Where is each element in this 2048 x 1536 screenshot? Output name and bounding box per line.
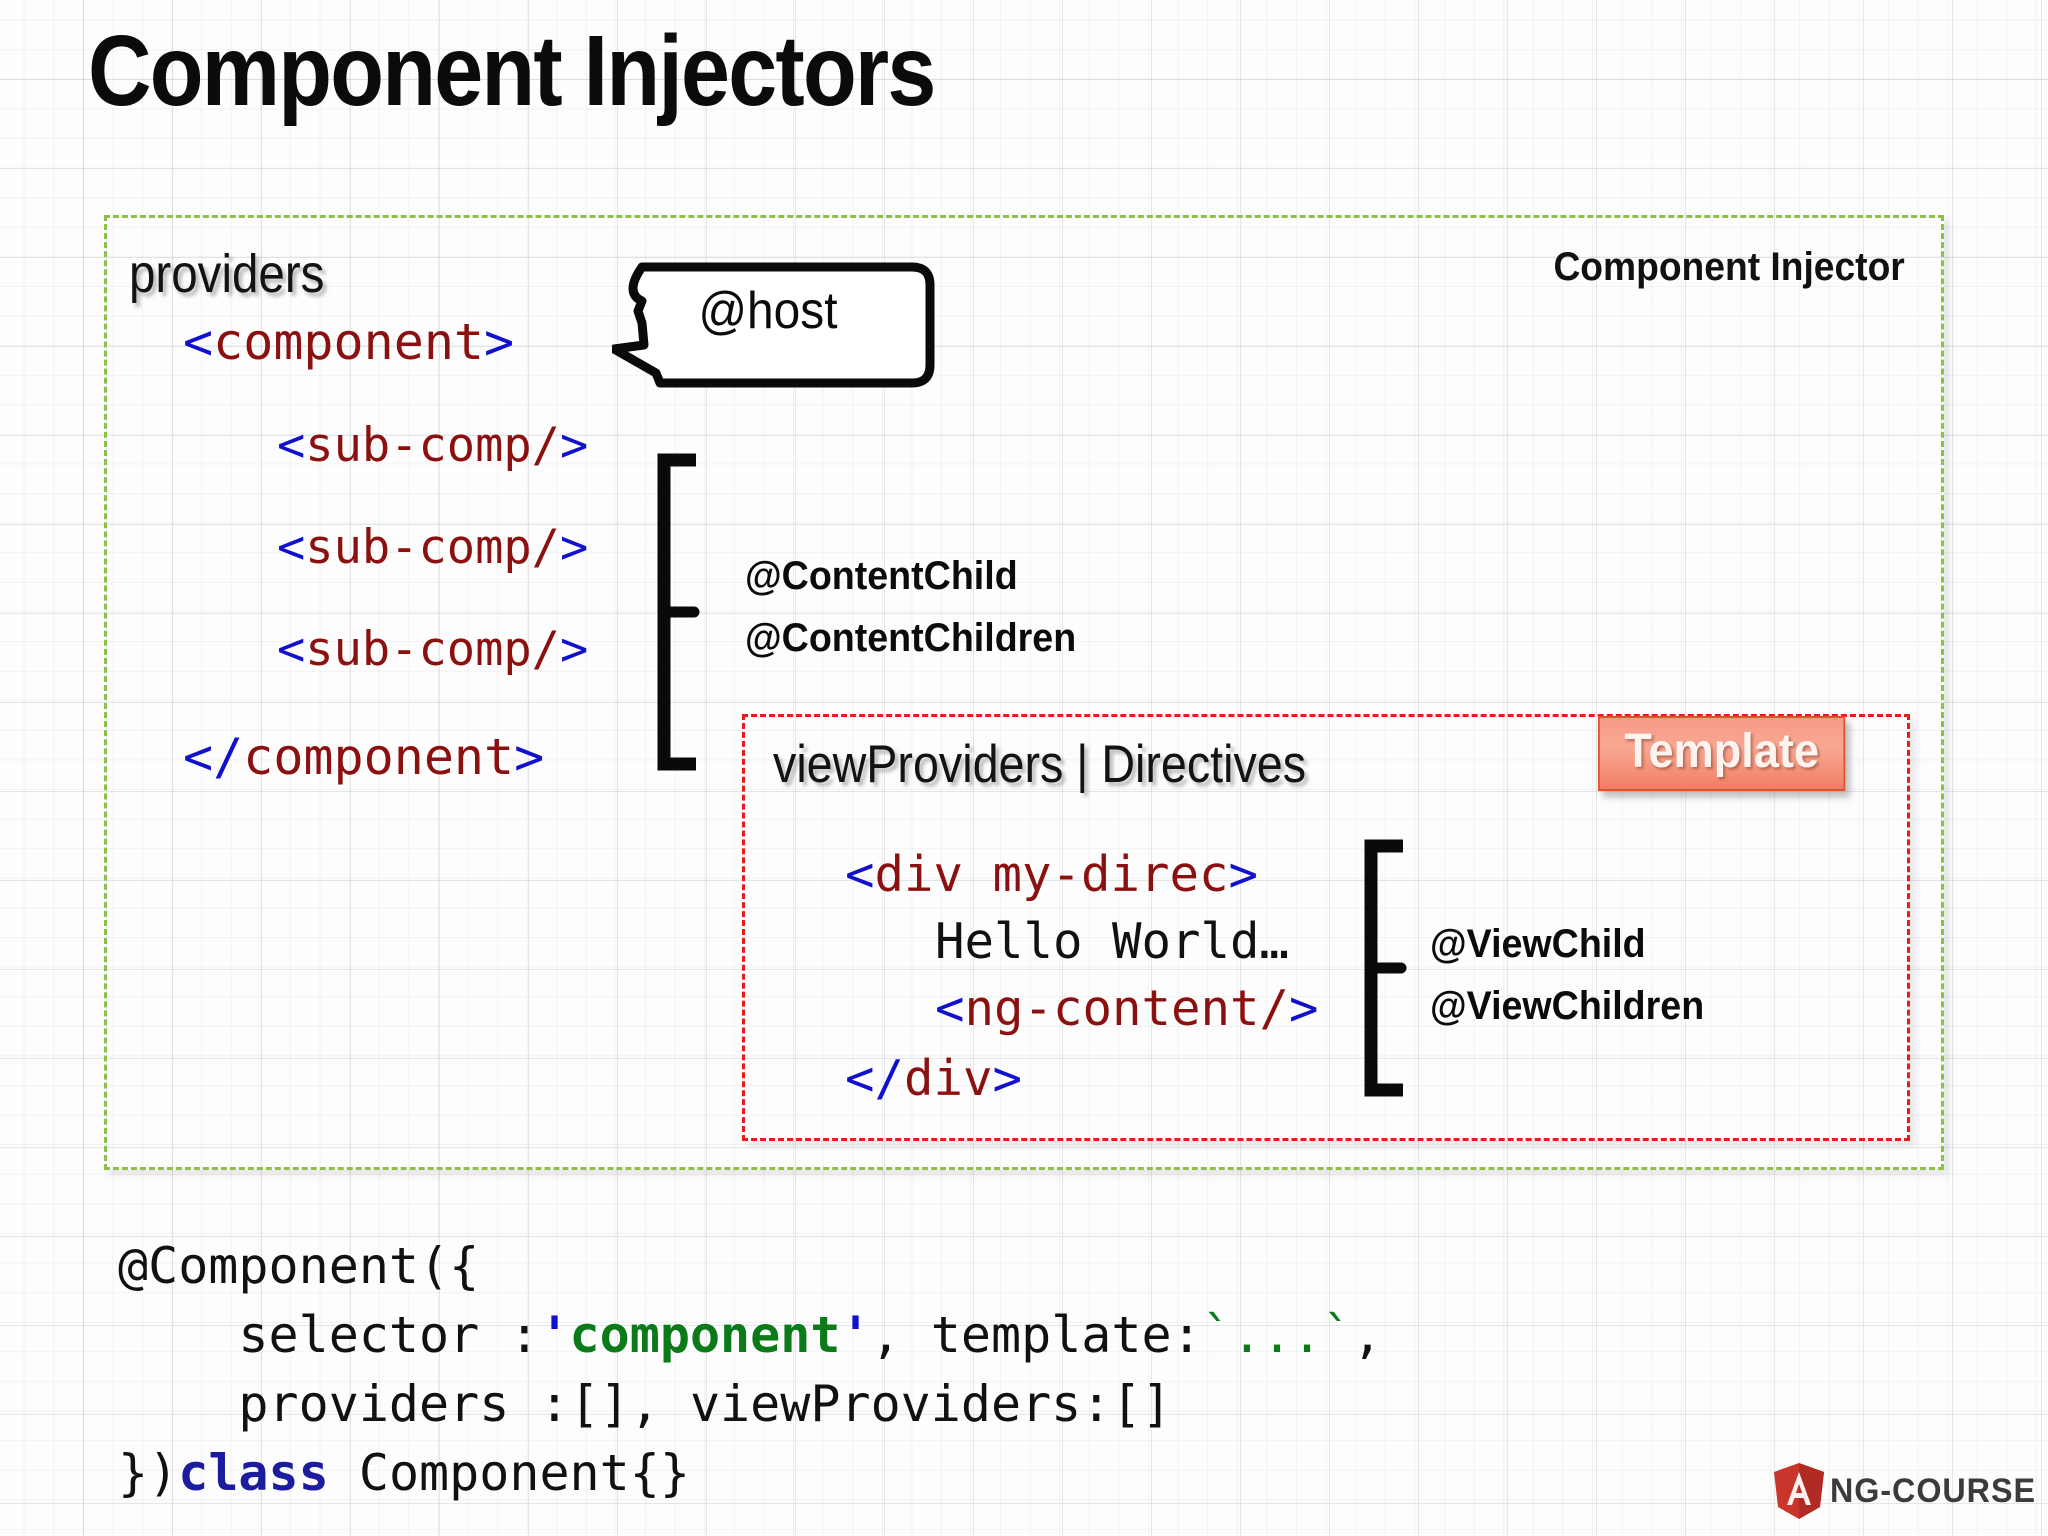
- component-injector-box: Component Injector providers <component>…: [104, 215, 1944, 1170]
- view-child-brace-icon: [1364, 839, 1407, 1097]
- decorator-line-1: @Component({: [118, 1237, 480, 1295]
- tag-name: div: [904, 1050, 993, 1107]
- decorator-close-braces: }): [118, 1444, 179, 1502]
- host-callout: @host: [612, 253, 942, 401]
- angle-bracket-open-icon: <: [277, 520, 306, 575]
- code-line-ng-content: <ng-content/>: [935, 980, 1319, 1037]
- decorator-code-block: @Component({ selector :'component', temp…: [118, 1232, 1382, 1508]
- template-box: viewProviders | Directives: [742, 714, 1910, 1141]
- angle-bracket-close-icon: >: [559, 520, 589, 575]
- code-line-sub-comp-2: <sub-comp/>: [277, 520, 588, 575]
- decorator-template-key: , template:: [870, 1306, 1202, 1364]
- logo-text: NG-COURSE: [1830, 1471, 2036, 1510]
- content-child-brace-icon: [657, 453, 700, 771]
- view-child-line-2: @ViewChildren: [1430, 984, 1705, 1028]
- component-injector-label: Component Injector: [1553, 245, 1905, 289]
- angle-bracket-close-icon: >: [484, 313, 515, 371]
- speech-bubble-icon: [612, 262, 935, 388]
- page-title: Component Injectors: [88, 15, 936, 127]
- backtick-open: `: [1201, 1306, 1232, 1364]
- angle-bracket-close-icon: >: [514, 728, 545, 786]
- angle-bracket-open-icon: </: [845, 1050, 905, 1107]
- decorator-class-name: Component{}: [328, 1444, 690, 1502]
- angle-bracket-close-icon: >: [559, 418, 589, 473]
- tag-name: component: [213, 313, 485, 371]
- decorator-line-2: selector :'component', template:`...`,: [118, 1301, 1382, 1370]
- angle-bracket-open-icon: <: [845, 846, 875, 903]
- code-line-div-open: <div my-direc>: [845, 846, 1258, 903]
- content-child-line-2: @ContentChildren: [745, 616, 1077, 660]
- tag-name: div my-direc: [874, 846, 1229, 903]
- angle-bracket-close-icon: >: [1289, 980, 1319, 1037]
- tag-name: ng-content/: [964, 980, 1290, 1037]
- content-child-labels: @ContentChild @ContentChildren: [745, 545, 1076, 669]
- decorator-selector-key: selector :: [118, 1306, 540, 1364]
- code-line-sub-comp-3: <sub-comp/>: [277, 622, 588, 677]
- angle-bracket-open-icon: <: [935, 980, 965, 1037]
- decorator-template-value: ...: [1231, 1306, 1323, 1364]
- decorator-selector-value: component: [569, 1306, 841, 1364]
- tag-name: sub-comp/: [305, 418, 560, 473]
- template-badge: Template: [1598, 716, 1846, 791]
- view-child-labels: @ViewChild @ViewChildren: [1430, 913, 1704, 1037]
- view-child-line-1: @ViewChild: [1430, 922, 1646, 966]
- keyword-class: class: [178, 1444, 329, 1502]
- tag-name: sub-comp/: [305, 622, 560, 677]
- angle-bracket-close-icon: >: [992, 1050, 1023, 1107]
- angle-bracket-open-icon: </: [183, 728, 244, 786]
- quote-open: ': [539, 1306, 570, 1364]
- code-line-div-close: </div>: [845, 1050, 1022, 1107]
- angle-bracket-open-icon: <: [277, 622, 306, 677]
- code-line-component-close: </component>: [183, 728, 544, 786]
- code-line-hello-world: Hello World…: [935, 913, 1290, 970]
- angle-bracket-close-icon: >: [559, 622, 589, 677]
- content-child-line-1: @ContentChild: [745, 554, 1018, 598]
- quote-close: ': [840, 1306, 871, 1364]
- decorator-line-2-tail: ,: [1352, 1306, 1383, 1364]
- tag-name: sub-comp/: [305, 520, 560, 575]
- code-line-sub-comp-1: <sub-comp/>: [277, 418, 588, 473]
- decorator-line-4: })class Component{}: [118, 1439, 1382, 1508]
- angular-shield-icon: [1774, 1463, 1824, 1519]
- host-bubble-label: @host: [698, 282, 838, 340]
- providers-label: providers: [129, 244, 325, 304]
- backtick-close: `: [1322, 1306, 1353, 1364]
- angle-bracket-open-icon: <: [277, 418, 306, 473]
- decorator-line-3: providers :[], viewProviders:[]: [118, 1375, 1172, 1433]
- ng-course-logo: NG-COURSE: [1772, 1462, 2047, 1520]
- angle-bracket-open-icon: <: [183, 313, 214, 371]
- view-providers-label: viewProviders | Directives: [773, 735, 1307, 794]
- angle-bracket-close-icon: >: [1228, 846, 1259, 903]
- code-line-component-open: <component>: [183, 313, 514, 371]
- tag-name: component: [243, 728, 515, 786]
